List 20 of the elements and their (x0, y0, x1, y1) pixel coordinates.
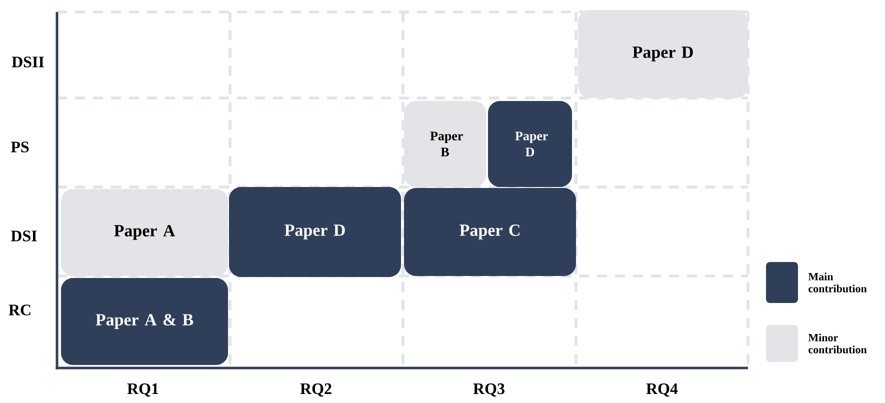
legend-label: Minor contribution (808, 334, 867, 354)
paper-box: Paper C (404, 188, 576, 276)
axis-label: DSI (10, 230, 37, 242)
node-label: Paper D (515, 132, 548, 156)
paper-box: Paper B (404, 101, 486, 187)
legend-label: Main contribution (808, 272, 867, 292)
axis-label: DSII (12, 56, 44, 68)
paper-box: Paper A & B (61, 278, 228, 365)
node-label: Paper A (114, 225, 176, 240)
axis-label: RC (8, 304, 30, 316)
axis-label: RQ2 (300, 383, 332, 397)
paper-box: Paper D (488, 101, 572, 187)
paper-box: Paper D (229, 187, 401, 277)
node-label: Paper D (632, 46, 693, 62)
axis-label: PS (10, 142, 29, 152)
paper-box: Paper D (578, 10, 748, 98)
paper-box: Paper A (61, 189, 228, 276)
axis-label: RQ3 (473, 383, 504, 397)
axis-label: RQ1 (127, 383, 158, 397)
axis-label: RQ4 (646, 383, 678, 397)
